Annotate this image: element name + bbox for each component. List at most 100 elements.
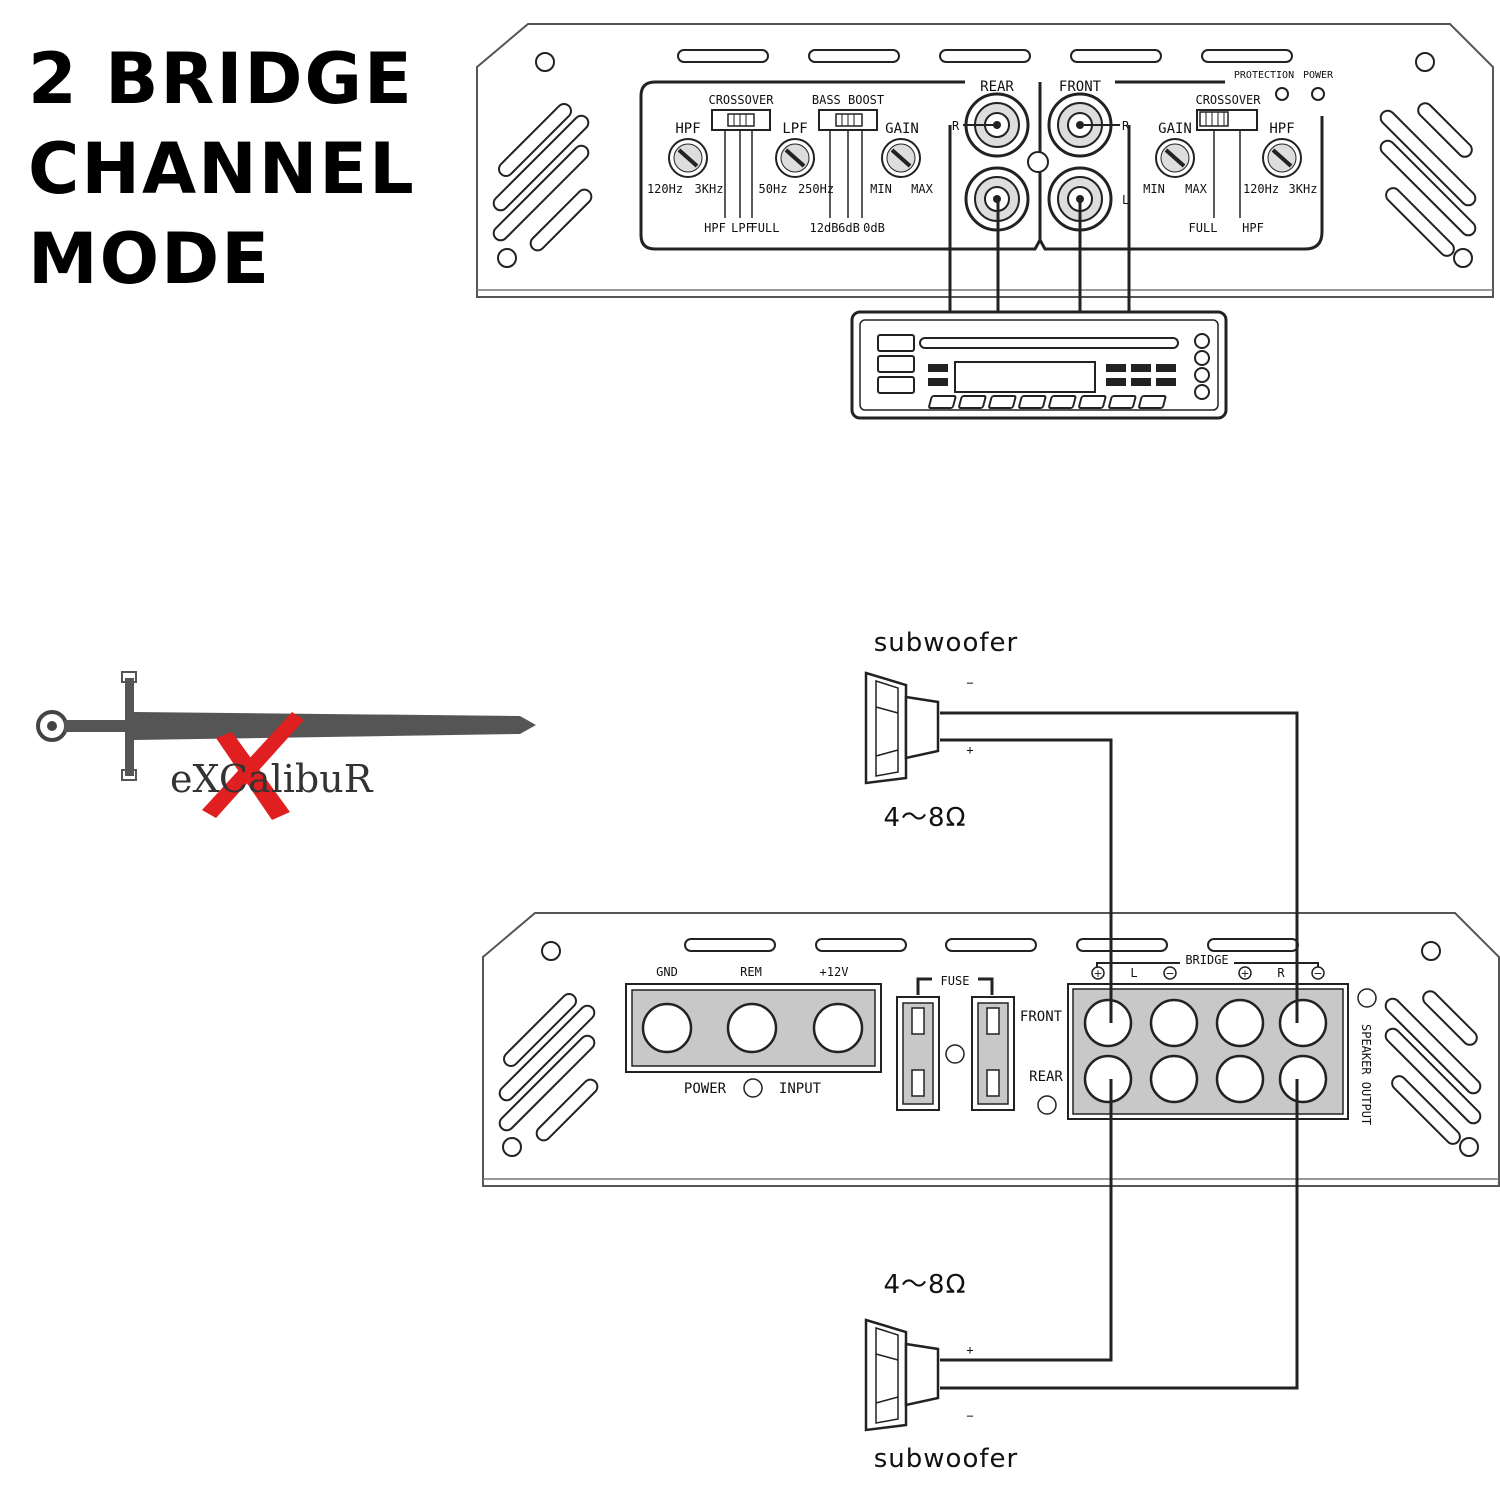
r-label: R — [1277, 966, 1285, 980]
l-label: L — [1130, 966, 1137, 980]
lpf-label: LPF — [782, 121, 807, 137]
right-controls: CROSSOVER FULL HPF GAIN MIN MAX HPF 120H… — [1143, 70, 1334, 235]
input-label: INPUT — [779, 1081, 822, 1097]
xover-opt-hpf: HPF — [704, 221, 726, 235]
head-unit — [850, 310, 1228, 420]
rear-r-minus-terminal[interactable] — [1278, 1054, 1328, 1104]
gain-label-right: GAIN — [1158, 121, 1192, 137]
left-controls: CROSSOVER BASS BOOST HPF LPF FULL 12dB 6… — [647, 93, 934, 235]
gain-max-right: MAX — [1185, 182, 1207, 196]
bass-opt-6db: 6dB — [838, 221, 860, 235]
lpf-max: 250Hz — [798, 182, 834, 196]
subwoofer-top-pos: + — [966, 743, 973, 757]
subwoofer-top-neg: − — [966, 676, 973, 690]
hpf-max-left: 3KHz — [695, 182, 724, 196]
rca-cables — [948, 125, 1131, 313]
fuse-1[interactable] — [896, 996, 940, 1111]
bass-opt-0db: 0dB — [863, 221, 885, 235]
speaker-wires — [940, 711, 1299, 1390]
rca-front-label: FRONT — [1059, 79, 1102, 95]
fuse-block: FUSE — [896, 974, 1057, 1115]
v12-label: +12V — [820, 965, 849, 979]
power-led — [1311, 87, 1325, 101]
hpf-min-left: 120Hz — [647, 182, 683, 196]
lpf-knob[interactable] — [775, 138, 815, 178]
bass-boost-label: BASS BOOST — [812, 93, 884, 107]
front-r-plus-terminal[interactable] — [1215, 998, 1265, 1048]
subwoofer-bottom-pos: + — [966, 1343, 973, 1357]
rear-r-plus-terminal[interactable] — [1215, 1054, 1265, 1104]
gain-knob-left[interactable] — [881, 138, 921, 178]
logo-text: eXCalibuR — [170, 757, 374, 801]
minus-icon: − — [1311, 966, 1325, 980]
hpf-label-left: HPF — [675, 121, 700, 137]
protection-led-label: PROTECTION — [1234, 70, 1294, 81]
gain-min-right: MIN — [1143, 182, 1165, 196]
plus-left: + — [1093, 967, 1102, 980]
head-unit-button[interactable] — [877, 334, 915, 352]
rear-l-minus-terminal[interactable] — [1149, 1054, 1199, 1104]
power-led-bottom — [743, 1078, 763, 1098]
subwoofer-bottom-icon — [864, 1318, 940, 1432]
rca-inputs: REAR FRONT R R L — [952, 79, 1130, 232]
gain-label-left: GAIN — [885, 121, 919, 137]
sword-icon — [36, 671, 536, 781]
gain-knob-right[interactable] — [1155, 138, 1195, 178]
rca-rear-label: REAR — [980, 79, 1014, 95]
crossover-label-right: CROSSOVER — [1195, 93, 1261, 107]
rca-r-left: R — [952, 119, 960, 133]
rear-label: REAR — [1029, 1069, 1063, 1085]
gnd-terminal[interactable] — [641, 1002, 693, 1054]
subwoofer-bottom: 4～8Ω + − subwoofer — [864, 1270, 1018, 1474]
top-amplifier: CROSSOVER BASS BOOST HPF LPF FULL 12dB 6… — [476, 23, 1494, 298]
speaker-terminal-block: BRIDGE + L − + R − FRONT REAR SP — [1020, 953, 1377, 1125]
xover-opt-hpf-right: HPF — [1242, 221, 1264, 235]
power-terminal-block: GND REM +12V POWER INPUT — [625, 965, 882, 1098]
fuse-label: FUSE — [941, 974, 970, 988]
hpf-knob-right[interactable] — [1262, 138, 1302, 178]
xover-opt-full-right: FULL — [1189, 221, 1218, 235]
cd-slot — [919, 337, 1179, 349]
front-label: FRONT — [1020, 1009, 1063, 1025]
bridge-label: BRIDGE — [1185, 953, 1228, 967]
subwoofer-top-icon — [864, 671, 940, 785]
subwoofer-bottom-label: subwoofer — [874, 1444, 1018, 1474]
front-l-minus-terminal[interactable] — [1149, 998, 1199, 1048]
minus-right: − — [1313, 967, 1322, 980]
v12-terminal[interactable] — [812, 1002, 864, 1054]
lpf-min: 50Hz — [759, 182, 788, 196]
power-led-label: POWER — [1303, 70, 1334, 81]
gnd-label: GND — [656, 965, 678, 979]
hpf-min-right: 120Hz — [1243, 182, 1279, 196]
plus-right: + — [1240, 967, 1249, 980]
rem-terminal[interactable] — [726, 1002, 778, 1054]
bottom-amplifier: GND REM +12V POWER INPUT FUSE — [482, 912, 1500, 1187]
fuse-2[interactable] — [971, 996, 1015, 1111]
subwoofer-bottom-neg: − — [966, 1409, 973, 1423]
minus-left: − — [1165, 967, 1174, 980]
speaker-output-label: SPEAKER OUTPUT — [1359, 1024, 1373, 1125]
subwoofer-top: subwoofer − + 4～8Ω — [864, 628, 1018, 833]
hpf-knob-left[interactable] — [668, 138, 708, 178]
plus-icon: + — [1091, 966, 1105, 980]
head-unit-button[interactable] — [877, 355, 915, 373]
front-l-plus-terminal[interactable] — [1083, 998, 1133, 1048]
gain-min-left: MIN — [870, 182, 892, 196]
subwoofer-top-label: subwoofer — [874, 628, 1018, 658]
title-line-3: MODE — [28, 218, 272, 300]
power-label: POWER — [684, 1081, 727, 1097]
gain-max-left: MAX — [911, 182, 933, 196]
excalibur-logo: eXCalibuR — [36, 671, 536, 820]
hpf-label-right: HPF — [1269, 121, 1294, 137]
hpf-max-right: 3KHz — [1289, 182, 1318, 196]
head-unit-button[interactable] — [877, 376, 915, 394]
title-line-1: 2 BRIDGE — [28, 38, 414, 120]
front-r-minus-terminal[interactable] — [1278, 998, 1328, 1048]
rca-l-right: L — [1122, 193, 1129, 207]
xover-opt-full: FULL — [751, 221, 780, 235]
subwoofer-bottom-impedance: 4～8Ω — [884, 1270, 967, 1300]
bass-opt-12db: 12dB — [810, 221, 839, 235]
crossover-label-left: CROSSOVER — [708, 93, 774, 107]
rear-l-plus-terminal[interactable] — [1083, 1054, 1133, 1104]
